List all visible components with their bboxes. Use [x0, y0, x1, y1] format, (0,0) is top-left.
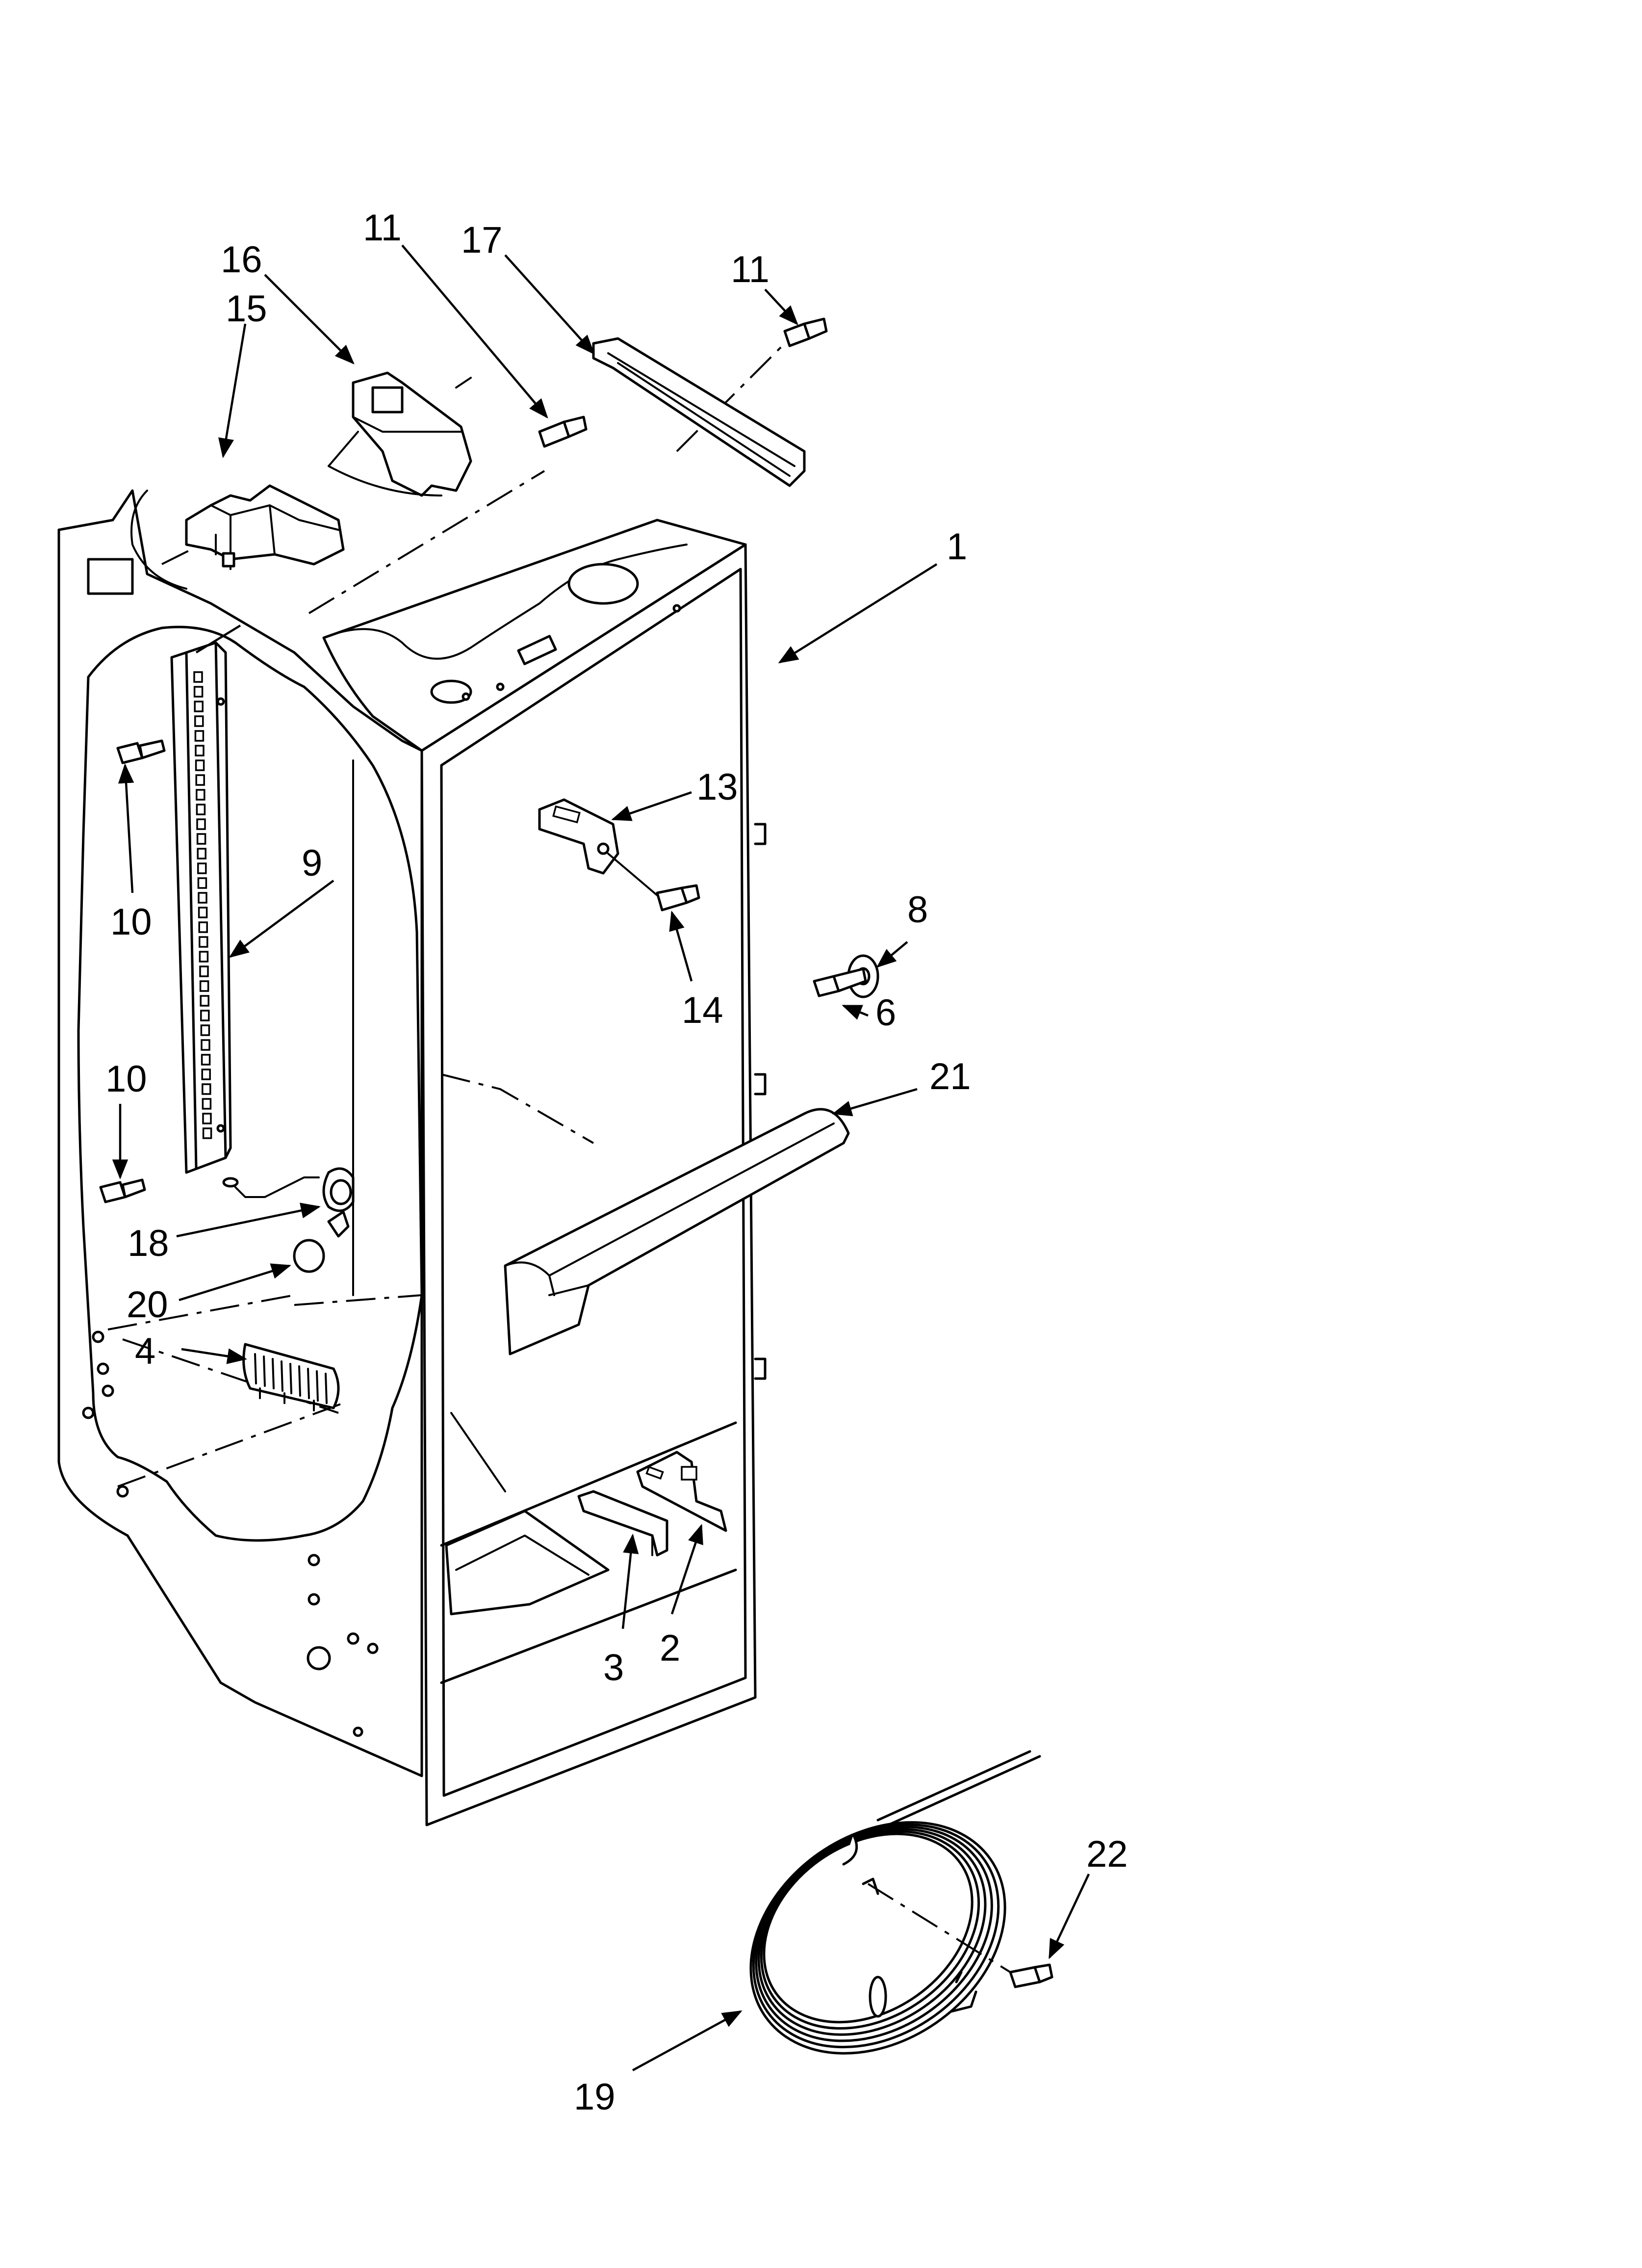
rail-slot: [202, 1083, 211, 1095]
rail-slot: [196, 804, 206, 815]
callout-15: 15: [226, 288, 267, 330]
control-bracket-16: [328, 371, 472, 497]
water-tube-coil-19: [749, 1750, 1041, 2055]
screw-11-right: [783, 317, 828, 347]
callout-21: 21: [929, 1056, 971, 1097]
callout-1: 1: [947, 526, 967, 568]
callout-3: 3: [603, 1647, 624, 1689]
callout-2: 2: [660, 1627, 680, 1669]
callout-10-lower: 10: [105, 1058, 147, 1100]
top-trim-17: [592, 337, 806, 487]
rail-slot: [201, 1039, 210, 1051]
callout-9: 9: [302, 842, 322, 884]
grille-slot: [254, 1353, 257, 1384]
rail-slot: [202, 1127, 212, 1139]
screw-14: [607, 853, 700, 912]
bracket-13: [538, 798, 619, 875]
rail-slot: [196, 833, 206, 845]
callout-18: 18: [128, 1223, 169, 1264]
screw-22: [1009, 1963, 1053, 1988]
callout-13: 13: [696, 766, 738, 808]
rail-slot: [199, 936, 208, 948]
rail-slot: [202, 1098, 212, 1110]
rail-slot: [200, 995, 209, 1007]
rail-slot: [198, 921, 208, 933]
rail-slot: [194, 730, 205, 742]
callout-22: 22: [1086, 1833, 1128, 1875]
rail-slot: [201, 1054, 211, 1066]
rail-slot: [197, 862, 207, 874]
air-grille-4: [242, 1343, 340, 1411]
callout-6: 6: [875, 992, 896, 1034]
rail-slot: [198, 907, 208, 918]
screw-11-left: [538, 416, 588, 448]
callout-11-right: 11: [731, 249, 770, 290]
cabinet-liner: [57, 489, 767, 1826]
grille-slot: [307, 1368, 310, 1399]
rail-slot: [196, 789, 205, 801]
light-bulb-20: [293, 1210, 350, 1273]
callout-20: 20: [127, 1284, 168, 1326]
grille-slot: [298, 1365, 301, 1397]
rail-slot: [194, 715, 204, 727]
grille-slot: [325, 1373, 328, 1404]
rail-slot: [198, 892, 207, 904]
bracket-3: [577, 1490, 668, 1557]
callout-14: 14: [682, 990, 723, 1031]
leader-lines: [112, 244, 1090, 2071]
callout-16: 16: [221, 239, 262, 281]
rail-slot: [195, 745, 205, 756]
rail-slot: [194, 701, 204, 712]
callout-11-left: 11: [363, 207, 402, 249]
rail-slot: [201, 1069, 211, 1080]
rail-slot: [199, 980, 209, 992]
coil-loop: [749, 1821, 1006, 2055]
rail-slot: [197, 848, 206, 860]
screw-10-lower: [99, 1178, 146, 1203]
rail-slot: [200, 1024, 210, 1036]
screw-6: [813, 967, 867, 997]
rail-slot: [199, 951, 209, 963]
callout-17: 17: [461, 219, 503, 261]
rail-slot: [199, 965, 209, 977]
callout-8: 8: [907, 889, 928, 931]
grille-slot: [272, 1358, 275, 1389]
grille-slot: [316, 1370, 319, 1402]
grille-slot: [289, 1363, 292, 1394]
rail-slot: [193, 671, 203, 683]
rail-slot: [193, 686, 204, 698]
rail-slot: [202, 1113, 212, 1124]
rail-slot: [197, 877, 207, 889]
lamp-socket-18: [222, 1167, 355, 1212]
screw-10-upper: [116, 739, 166, 764]
rail-slot: [196, 818, 206, 830]
bracket-2: [636, 1451, 727, 1532]
control-housing-15: [185, 484, 345, 570]
callout-4: 4: [135, 1330, 155, 1372]
callout-19: 19: [574, 2076, 616, 2118]
rail-slot: [195, 759, 205, 771]
rail-slot: [200, 1010, 210, 1021]
grille-slot: [263, 1356, 266, 1387]
callout-10-upper: 10: [110, 901, 152, 943]
rail-slot: [195, 774, 205, 786]
shelf-rail-9: [170, 641, 232, 1174]
